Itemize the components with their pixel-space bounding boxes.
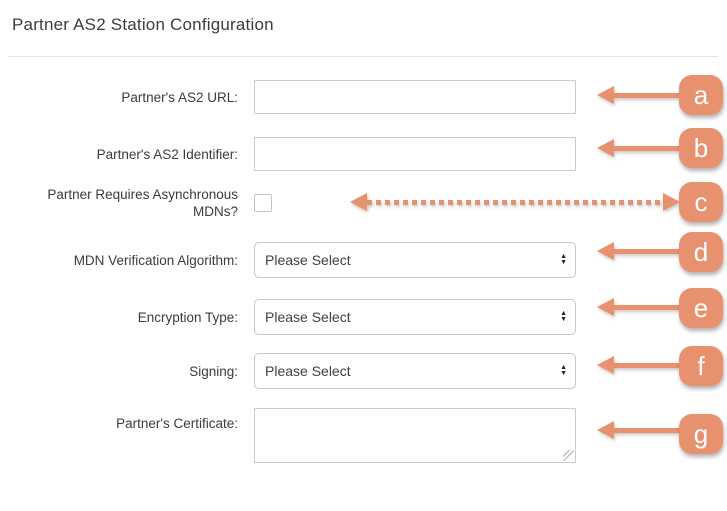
annotation-badge-g: g	[679, 414, 723, 454]
arrow-d-icon	[597, 242, 679, 260]
partners-as2-identifier-input[interactable]	[254, 137, 576, 171]
partners-as2-identifier-label: Partner's AS2 Identifier:	[96, 146, 238, 162]
form-row-as2-url: Partner's AS2 URL:	[12, 80, 576, 114]
async-mdns-label: Partner Requires Asynchronous MDNs?	[47, 187, 238, 219]
form-row-signing: Signing: Please Select	[12, 353, 576, 389]
page-title: Partner AS2 Station Configuration	[12, 15, 274, 34]
form-row-encryption-type: Encryption Type: Please Select	[12, 299, 576, 335]
async-mdns-checkbox[interactable]	[254, 194, 272, 212]
partners-as2-url-input[interactable]	[254, 80, 576, 114]
arrow-f-icon	[597, 356, 679, 374]
partners-certificate-textarea[interactable]	[254, 408, 576, 463]
arrow-e-icon	[597, 298, 679, 316]
encryption-type-select[interactable]: Please Select	[254, 299, 576, 335]
arrow-a-icon	[597, 86, 679, 104]
textarea-resize-handle[interactable]	[563, 450, 574, 461]
arrow-b-icon	[597, 139, 679, 157]
annotation-badge-e: e	[679, 288, 723, 328]
form-row-mdn-verification: MDN Verification Algorithm: Please Selec…	[12, 242, 576, 278]
arrow-g-icon	[597, 421, 679, 439]
annotation-badge-d: d	[679, 232, 723, 272]
title-divider	[8, 56, 718, 57]
form-row-as2-identifier: Partner's AS2 Identifier:	[12, 137, 576, 171]
form-row-async-mdns: Partner Requires Asynchronous MDNs?	[12, 185, 272, 221]
partners-certificate-label: Partner's Certificate:	[116, 416, 238, 431]
signing-select[interactable]: Please Select	[254, 353, 576, 389]
mdn-verification-algorithm-select[interactable]: Please Select	[254, 242, 576, 278]
arrow-c-dotted-icon	[350, 193, 680, 211]
partners-as2-url-label: Partner's AS2 URL:	[121, 89, 238, 105]
signing-label: Signing:	[189, 363, 238, 379]
annotation-badge-b: b	[679, 128, 723, 168]
form-row-certificate: Partner's Certificate:	[12, 408, 576, 463]
annotation-badge-c: c	[679, 182, 723, 222]
annotation-badge-a: a	[679, 75, 723, 115]
annotation-badge-f: f	[679, 346, 723, 386]
encryption-type-label: Encryption Type:	[137, 309, 238, 325]
mdn-verification-algorithm-label: MDN Verification Algorithm:	[73, 252, 238, 268]
